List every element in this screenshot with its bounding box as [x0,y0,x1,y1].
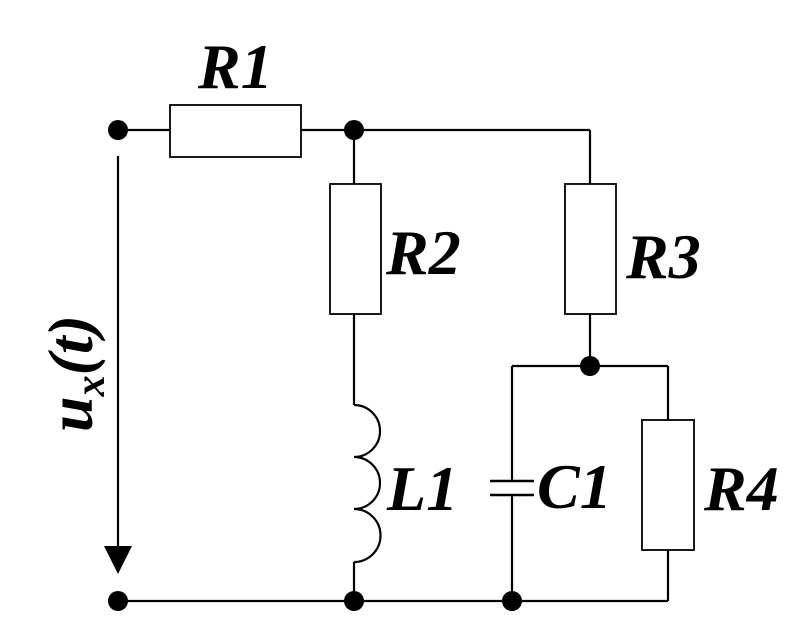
wires [118,128,670,603]
resistor-r3 [564,183,617,315]
junction-bottom-l1 [344,591,364,611]
nodes [108,120,600,611]
resistor-r1 [169,104,302,158]
label-r2: R2 [385,217,461,288]
terminal-bottom [108,591,128,611]
junction-top [344,120,364,140]
resistor-r2 [329,183,382,315]
label-r1: R1 [197,31,273,102]
voltage-arrowhead [104,546,132,574]
voltage-label-suffix: (t) [35,315,106,375]
inductor-l1 [353,403,382,564]
junction-bottom-c1 [502,591,522,611]
terminal-top [108,120,128,140]
voltage-label: ux(t) [35,315,114,432]
label-r3: R3 [625,221,701,292]
voltage-arrow [104,156,132,574]
label-r4: R4 [703,453,779,524]
junction-r3 [580,356,600,376]
label-c1: C1 [537,451,612,522]
voltage-label-subscript: x [68,375,114,397]
resistor-r4 [641,419,695,551]
capacitor-c1 [490,479,534,497]
voltage-label-base: u [35,396,106,432]
label-l1: L1 [386,453,458,524]
